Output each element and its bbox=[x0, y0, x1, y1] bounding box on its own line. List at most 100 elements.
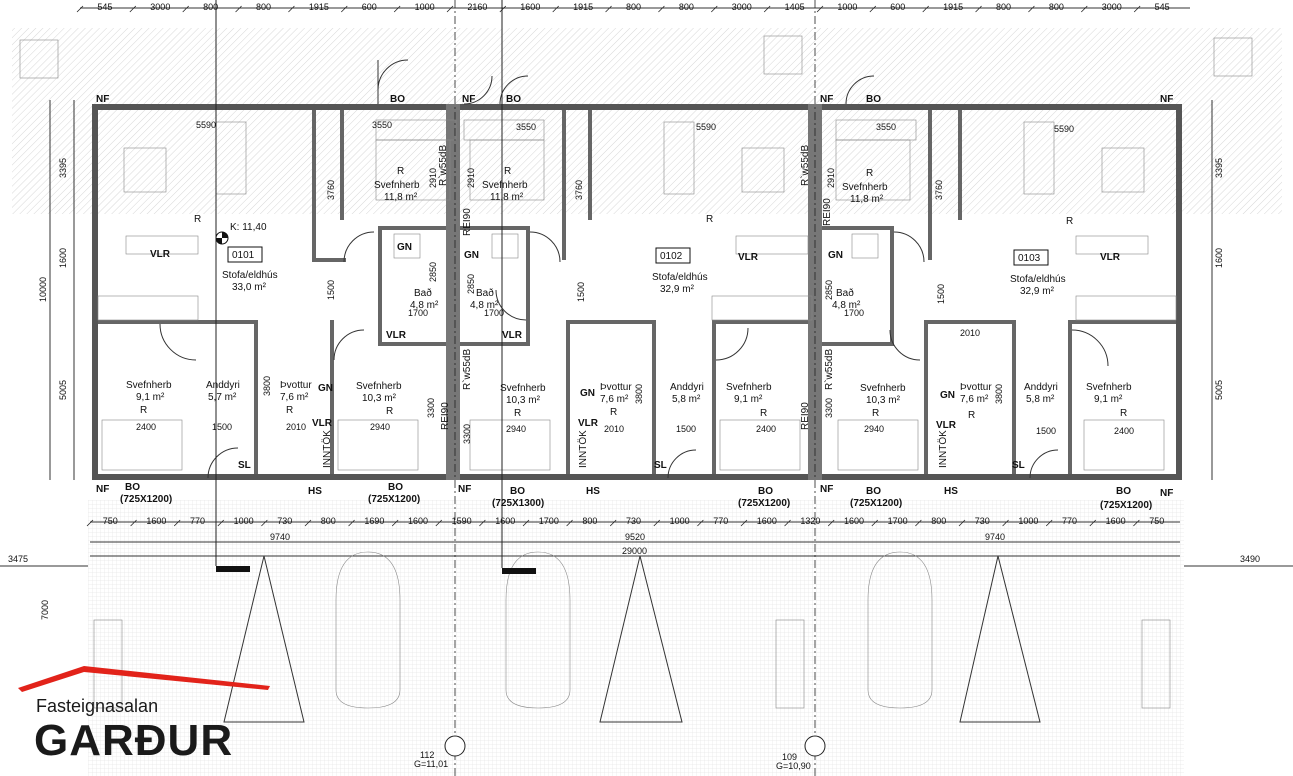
svg-text:NF: NF bbox=[1160, 94, 1173, 105]
dim-label: 1600 bbox=[1106, 516, 1126, 526]
svg-text:9,1 m²: 9,1 m² bbox=[1094, 394, 1123, 405]
svg-text:VLR: VLR bbox=[738, 252, 759, 263]
dim-label: 2160 bbox=[467, 2, 487, 12]
dim-label: 1915 bbox=[943, 2, 963, 12]
svg-text:5,8 m²: 5,8 m² bbox=[1026, 394, 1055, 405]
svg-text:10,3 m²: 10,3 m² bbox=[866, 395, 901, 406]
svg-text:1500: 1500 bbox=[576, 282, 586, 302]
dim-label: 800 bbox=[256, 2, 271, 12]
svg-text:BO: BO bbox=[125, 482, 140, 493]
dim-tick bbox=[1133, 5, 1141, 13]
dim-label: 3000 bbox=[150, 2, 170, 12]
dim-label: 1405 bbox=[785, 2, 805, 12]
dim-tick bbox=[697, 519, 704, 527]
dim-tick bbox=[341, 5, 348, 13]
dim-label: 730 bbox=[975, 516, 990, 526]
dim-label: 730 bbox=[277, 516, 292, 526]
svg-text:3550: 3550 bbox=[372, 120, 392, 130]
svg-text:REI90: REI90 bbox=[440, 402, 451, 430]
dim-label: 600 bbox=[890, 2, 905, 12]
unit-0102-stofa: Stofa/eldhús bbox=[652, 272, 708, 283]
svg-text:GN: GN bbox=[397, 242, 412, 253]
dim-tick bbox=[446, 5, 454, 13]
svg-text:9,1 m²: 9,1 m² bbox=[734, 394, 763, 405]
svg-text:4,8 m²: 4,8 m² bbox=[470, 300, 499, 311]
svg-text:10,3 m²: 10,3 m² bbox=[362, 393, 397, 404]
inner-dimensions: 5590 3550 3550 5590 3550 5590 3760 3760 … bbox=[136, 120, 1134, 444]
dim-label: 600 bbox=[362, 2, 377, 12]
terrace-hatch bbox=[12, 28, 1282, 214]
svg-text:Svefnherb: Svefnherb bbox=[374, 180, 420, 191]
svg-text:Bað: Bað bbox=[414, 287, 432, 299]
svg-text:Bað: Bað bbox=[836, 287, 854, 299]
svg-text:1500: 1500 bbox=[676, 424, 696, 434]
dim-label: 545 bbox=[1155, 2, 1170, 12]
svg-text:3800: 3800 bbox=[262, 376, 272, 396]
dim-tick bbox=[605, 5, 612, 13]
dim-tick bbox=[609, 519, 617, 527]
svg-text:(725X1200): (725X1200) bbox=[850, 498, 902, 509]
svg-text:7,6 m²: 7,6 m² bbox=[280, 392, 309, 403]
svg-text:NF: NF bbox=[96, 484, 109, 495]
dim-tick bbox=[393, 5, 401, 13]
svg-text:2910: 2910 bbox=[826, 168, 836, 188]
svg-text:R: R bbox=[1066, 216, 1073, 227]
svg-text:VLR: VLR bbox=[1100, 252, 1121, 263]
svg-text:R: R bbox=[866, 168, 873, 179]
svg-text:5590: 5590 bbox=[696, 122, 716, 132]
svg-text:1500: 1500 bbox=[936, 284, 946, 304]
svg-text:11,8 m²: 11,8 m² bbox=[384, 192, 418, 203]
svg-text:NF: NF bbox=[458, 484, 471, 495]
dim-label: 770 bbox=[1062, 516, 1077, 526]
svg-text:GN: GN bbox=[940, 390, 955, 401]
dim-tick bbox=[479, 519, 486, 527]
dim-left-block: 9740 bbox=[270, 532, 290, 542]
svg-text:1700: 1700 bbox=[484, 308, 504, 318]
dim-tick bbox=[915, 519, 922, 527]
dim-tick bbox=[499, 5, 507, 13]
dim-label: 800 bbox=[203, 2, 218, 12]
unit-0103-id: 0103 bbox=[1018, 253, 1041, 264]
svg-text:11,8 m²: 11,8 m² bbox=[490, 192, 524, 203]
dim-tick bbox=[658, 5, 665, 13]
dim-tick bbox=[304, 519, 312, 527]
dim-label: 1915 bbox=[309, 2, 329, 12]
svg-text:Svefnherb: Svefnherb bbox=[126, 380, 172, 391]
svg-text:(725X1200): (725X1200) bbox=[368, 494, 420, 505]
outer-wall-right bbox=[1176, 104, 1182, 480]
svg-text:3300: 3300 bbox=[462, 424, 472, 444]
svg-text:11,8 m²: 11,8 m² bbox=[850, 194, 884, 205]
wall-labels: NF NF NF NF NF NF NF NF BO BO BO BO BO B… bbox=[96, 94, 1173, 499]
dim-tick bbox=[86, 519, 94, 527]
svg-text:HS: HS bbox=[944, 486, 958, 497]
dim-label: 1700 bbox=[539, 516, 559, 526]
cars bbox=[335, 551, 933, 709]
svg-text:Svefnherb: Svefnherb bbox=[500, 383, 546, 394]
dim-tick bbox=[552, 5, 559, 13]
svg-text:R: R bbox=[1120, 408, 1127, 419]
dim-label: 1600 bbox=[408, 516, 428, 526]
dim-tick bbox=[1133, 519, 1140, 527]
svg-text:2850: 2850 bbox=[824, 280, 834, 300]
dim-label: 800 bbox=[626, 2, 641, 12]
dim-tick bbox=[217, 519, 225, 527]
furniture bbox=[19, 35, 1253, 471]
door-swings bbox=[159, 59, 1109, 479]
dim-label: 750 bbox=[1149, 516, 1164, 526]
svg-text:GN: GN bbox=[828, 250, 843, 261]
dim-tick bbox=[522, 519, 530, 527]
dim-label: 800 bbox=[321, 516, 336, 526]
svg-text:2940: 2940 bbox=[864, 424, 884, 434]
unit-0101-k: K: 11,40 bbox=[230, 222, 267, 233]
svg-text:2010: 2010 bbox=[286, 422, 306, 432]
dim-tick bbox=[958, 519, 966, 527]
svg-text:(725X1200): (725X1200) bbox=[1100, 500, 1152, 511]
svg-text:3300: 3300 bbox=[824, 398, 834, 418]
svg-text:REI90: REI90 bbox=[462, 208, 473, 236]
svg-text:NF: NF bbox=[820, 484, 833, 495]
dim-label: 800 bbox=[582, 516, 597, 526]
dim-label: 1320 bbox=[800, 516, 820, 526]
agency-logo: Fasteignasalan GARÐUR bbox=[18, 664, 278, 769]
svg-text:4,8 m²: 4,8 m² bbox=[832, 300, 861, 311]
